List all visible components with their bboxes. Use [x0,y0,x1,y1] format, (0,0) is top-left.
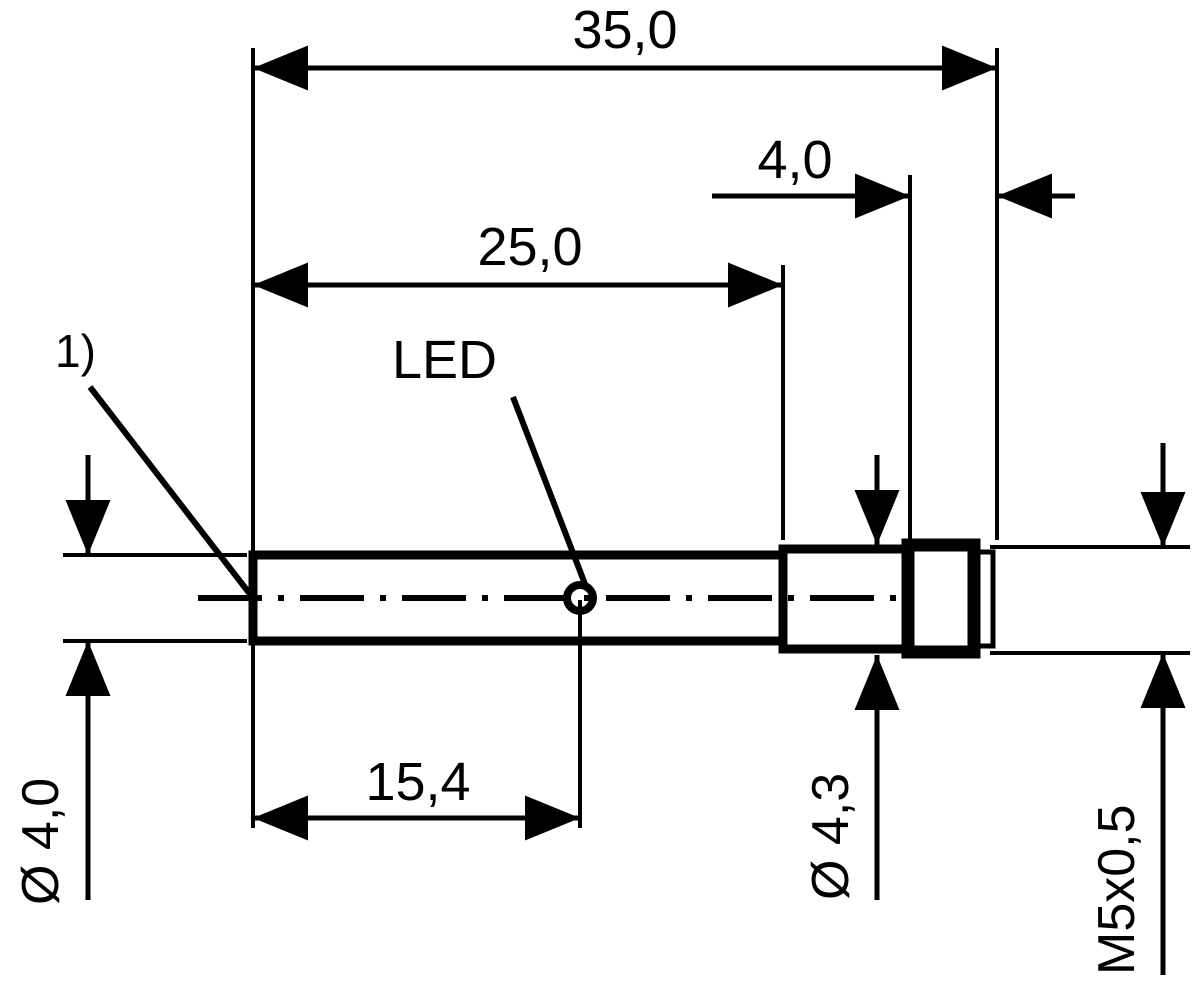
dimension-label-barrel-diameter: Ø 4,0 [12,778,70,905]
dimension-label-led-position: 15,4 [365,752,470,812]
led-label: LED [392,330,497,390]
footnote-leader-line [87,385,256,600]
dimension-label-overall-length: 35,0 [572,0,677,60]
dimension-label-step-diameter: Ø 4,3 [802,773,860,900]
footnote-marker-label: 1) [55,325,96,377]
dimension-led-position: 15,4 [253,752,580,841]
dimension-label-thread-length: 4,0 [757,130,832,190]
dimension-thread-length: 4,0 [712,130,1075,219]
dimension-label-length-to-step: 25,0 [477,217,582,277]
dimension-thread-spec: M5x0,5 [990,443,1190,975]
dimension-length-to-step: 25,0 [253,217,783,308]
dimension-label-thread-spec: M5x0,5 [1088,804,1146,975]
footnote-callout: 1) [55,325,256,600]
sensor-body-group [198,538,996,659]
sensor-thread-root [971,549,996,649]
led-indicator-circle [563,581,597,615]
dimension-step-diameter: Ø 4,3 [802,455,900,900]
dimension-overall-length: 35,0 [253,0,997,91]
dimension-barrel-diameter: Ø 4,0 [12,455,247,905]
